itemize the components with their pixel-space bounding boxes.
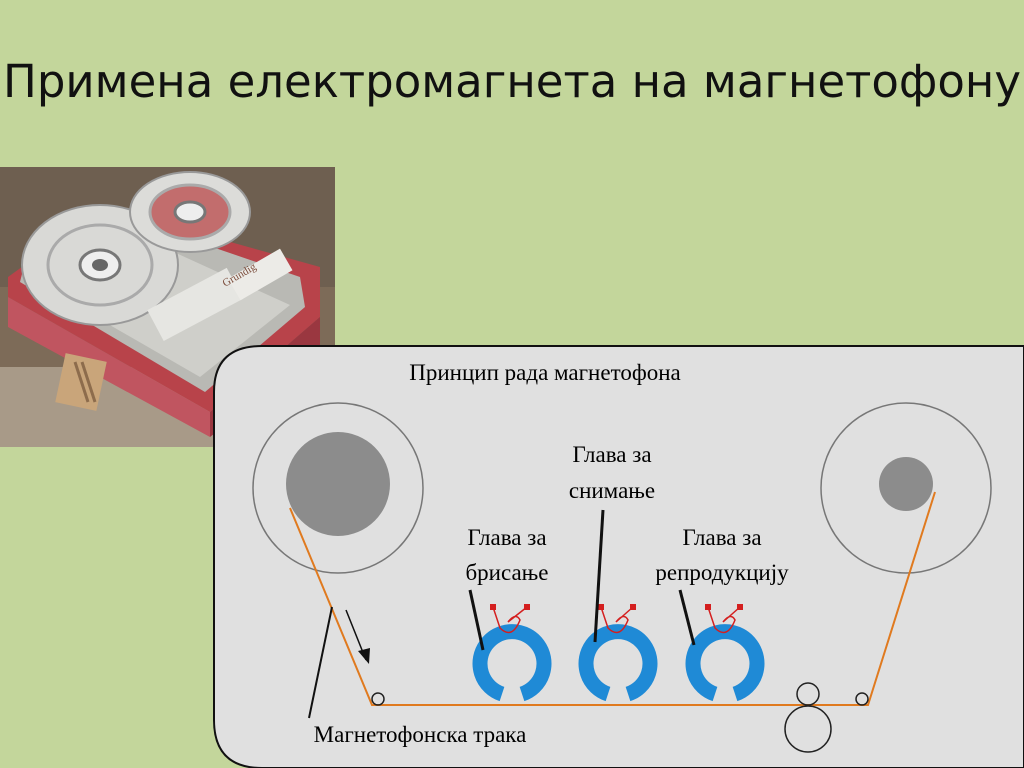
guide-roller-left — [371, 692, 385, 706]
right-reel-hub — [879, 457, 933, 511]
erase-head — [472, 604, 552, 702]
recording-head-pointer — [593, 509, 605, 643]
recording-head-label-line2: снимање — [569, 478, 655, 503]
recording-head-label-line1: Глава за — [572, 442, 651, 467]
left-reel — [252, 402, 424, 574]
recording-head — [578, 604, 658, 702]
tape-pointer — [308, 606, 333, 719]
capstan — [796, 682, 820, 706]
photo-reel-left — [21, 204, 179, 326]
direction-arrow-head — [358, 648, 370, 664]
playback-head-label-line2: репродукцију — [655, 560, 789, 585]
playback-head-label-line1: Глава за — [682, 525, 761, 550]
erase-head-pointer — [468, 589, 485, 651]
slide-title: Примена електромагнета на магнетофону — [3, 55, 1021, 108]
diagram-panel — [213, 345, 1024, 768]
playback-head-pointer — [678, 589, 696, 646]
tape-label: Магнетофонска трака — [314, 722, 527, 747]
guide-roller-right — [855, 692, 869, 706]
playback-head — [685, 604, 765, 702]
pinch-roller — [784, 705, 832, 753]
erase-head-label-line2: брисање — [465, 560, 548, 585]
right-reel — [820, 402, 992, 574]
magnetic-tape — [289, 491, 936, 706]
diagram-heading: Принцип рада магнетофона — [409, 360, 681, 385]
erase-head-label-line1: Глава за — [467, 525, 546, 550]
photo-reel-right — [129, 171, 251, 253]
left-reel-hub — [286, 432, 390, 536]
tape-recorder-diagram: Принцип рада магнетофона Глава за снимањ… — [213, 345, 1024, 768]
